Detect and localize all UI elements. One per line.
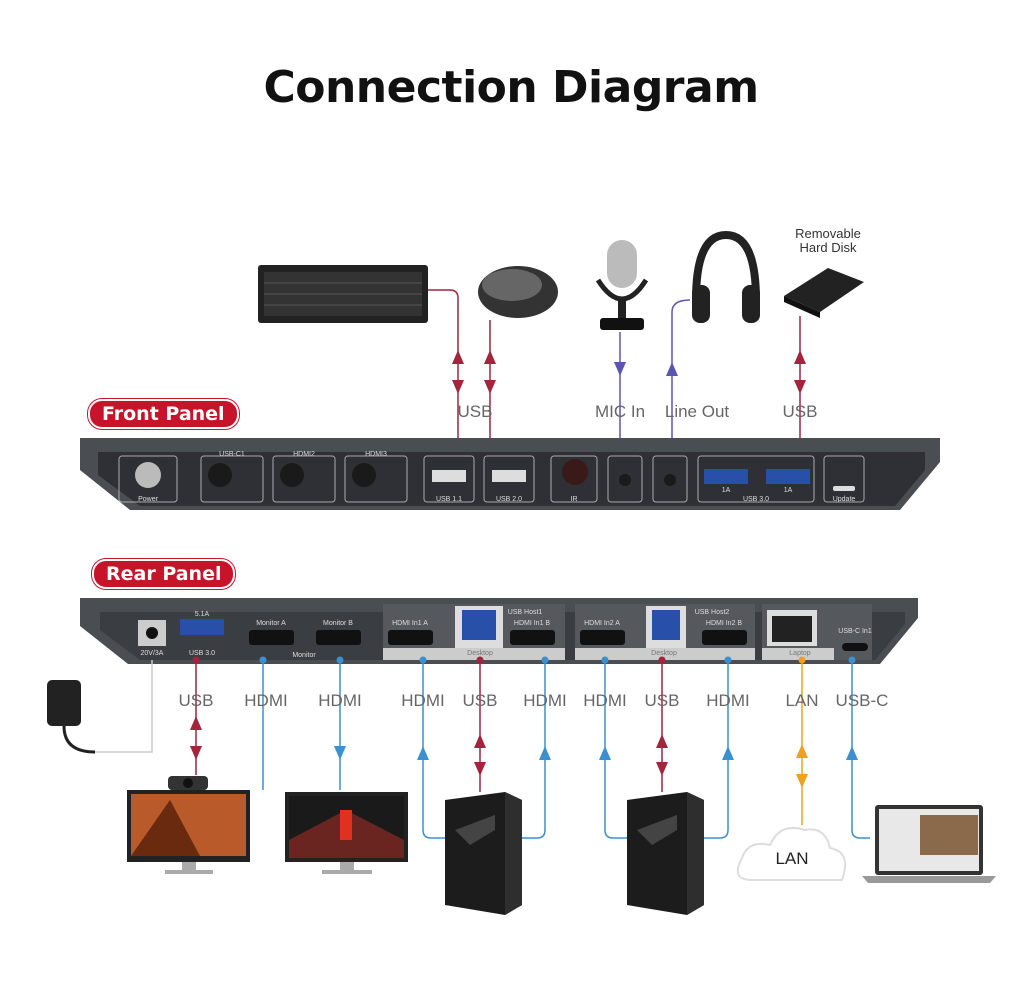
headphone-cable — [671, 299, 691, 450]
hard-disk-icon — [784, 268, 864, 318]
port-label: Desktop — [651, 650, 677, 657]
port-label: 20V/3A — [140, 650, 164, 657]
rear-label: USB — [462, 691, 498, 710]
port-label: Desktop — [467, 650, 493, 657]
port-label: USB 1.1 — [435, 496, 463, 503]
port-label: HDMI In2 B — [705, 620, 743, 627]
rear-label: USB-C — [835, 691, 889, 710]
rear-label: HDMI — [583, 691, 627, 710]
port-label: Power — [138, 496, 158, 503]
port-label: USB-C In1 — [838, 628, 872, 635]
rear-label: USB — [644, 691, 680, 710]
monitor-with-webcam-icon — [127, 776, 250, 874]
power-button — [135, 462, 161, 488]
rear-label: HDMI — [318, 691, 362, 710]
mouse-icon — [478, 266, 558, 318]
front-panel-device — [80, 438, 940, 510]
front-usb-label: USB — [457, 402, 493, 421]
port-label: 1A — [783, 487, 793, 494]
port-label: HDMI3 — [365, 451, 387, 458]
port-label: 5.1A — [194, 611, 210, 618]
laptop-icon — [862, 805, 996, 883]
desktop-pc-icon — [445, 792, 522, 915]
port-label: HDMI In1 A — [392, 620, 428, 627]
port-label: Laptop — [789, 650, 811, 657]
desktop-pc-icon — [627, 792, 704, 915]
port-label: USB-C1 — [219, 451, 245, 458]
cloud-label: LAN — [775, 849, 809, 868]
port-label: Monitor — [292, 652, 316, 659]
port-label: USB 3.0 — [742, 496, 770, 503]
port-label: HDMI In1 B — [513, 620, 551, 627]
rear-panel-badge: Rear Panel — [92, 559, 236, 589]
rear-label: LAN — [785, 691, 819, 710]
monitor-icon — [285, 792, 408, 874]
hard-disk-label: Removable Hard Disk — [795, 226, 861, 255]
port-label: USB 3.0 — [188, 650, 216, 657]
port-label: Update — [832, 496, 856, 503]
port-label: HDMI2 — [293, 451, 315, 458]
pc1-hdmi-a-cable — [422, 660, 450, 839]
port-label: USB Host1 — [507, 609, 543, 616]
pc2-hdmi-b-cable — [703, 660, 729, 839]
port-label: Monitor B — [323, 620, 353, 627]
front-usb3-label: USB — [782, 402, 818, 421]
rear-label: USB — [178, 691, 214, 710]
power-adapter-icon — [47, 680, 96, 754]
port-label: USB 2.0 — [495, 496, 523, 503]
port-label: IR — [570, 496, 578, 503]
page-title: Connection Diagram — [263, 62, 759, 113]
port-label: 1A — [721, 487, 731, 494]
microphone-icon — [595, 240, 649, 330]
keyboard-icon — [258, 265, 428, 323]
headphones-icon — [692, 230, 760, 323]
mic-in-label: MIC In — [594, 402, 646, 421]
rear-label: HDMI — [244, 691, 288, 710]
pc2-hdmi-a-cable — [604, 660, 632, 839]
rear-panel-device — [80, 598, 918, 664]
laptop-usbc-cable — [851, 660, 870, 839]
port-label: Monitor A — [256, 620, 286, 627]
rear-label: HDMI — [706, 691, 750, 710]
port-label: HDMI In2 A — [584, 620, 620, 627]
lan-cloud-icon — [736, 826, 846, 881]
power-cable — [95, 660, 153, 753]
rear-label: HDMI — [401, 691, 445, 710]
pc1-hdmi-b-cable — [520, 660, 546, 839]
keyboard-cable — [428, 289, 459, 450]
line-out-label: Line Out — [664, 402, 730, 421]
rear-label: HDMI — [523, 691, 567, 710]
port-label: USB Host2 — [694, 609, 730, 616]
front-panel-badge: Front Panel — [88, 399, 239, 429]
